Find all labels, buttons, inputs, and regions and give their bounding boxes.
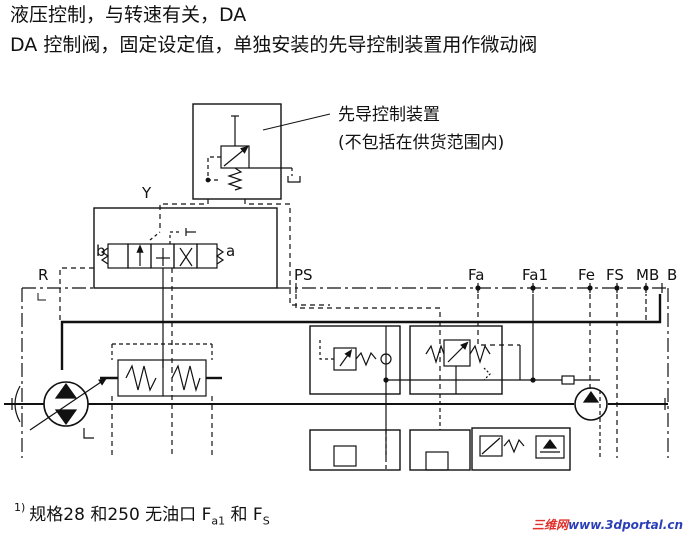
pilot-line-y <box>159 199 209 230</box>
boost-pump <box>574 387 608 421</box>
callout-line-2: (不包括在供货范围内) <box>338 133 504 153</box>
valve-box-1 <box>309 325 401 395</box>
solenoid-label-b: b <box>96 242 106 260</box>
footnote-sub-1: a1 <box>211 514 226 528</box>
inching-valve-housing <box>93 207 278 289</box>
port-markers <box>37 283 663 301</box>
pilot-control-device <box>192 103 331 200</box>
main-pump <box>4 377 107 439</box>
main-line-high <box>60 294 662 370</box>
port-label-ps: PS <box>294 266 313 284</box>
footnote-text-1: 规格28 和250 无油口 F <box>29 505 212 525</box>
port-label-b: B <box>667 266 677 284</box>
control-cylinder <box>100 343 222 397</box>
port-label-y: Y <box>141 184 152 202</box>
solenoid-label-a: a <box>226 242 235 260</box>
footnote-sub-2: S <box>262 514 270 528</box>
port-label-r: R <box>38 266 48 284</box>
footnote-text-2: 和 F <box>225 505 263 525</box>
port-label-fe: Fe <box>578 266 595 284</box>
watermark-cn: 三维网 <box>532 518 569 532</box>
watermark: 三维网www.3dportal.cn <box>532 516 683 533</box>
port-label-fa1: Fa1 <box>522 266 548 284</box>
footnote: 1)规格28 和250 无油口 Fa1 和 FS <box>14 500 270 527</box>
footnote-mark: 1) <box>14 501 26 515</box>
header-line-2: DA 控制阀，固定设定值，单独安装的先导控制装置用作微动阀 <box>10 34 538 56</box>
header-line-1: 液压控制，与转速有关，DA <box>10 4 247 26</box>
watermark-url: www.3dportal.cn <box>568 518 683 532</box>
callout-line-1: 先导控制装置 <box>338 105 440 125</box>
port-label-mb: MB <box>636 266 659 284</box>
port-label-fs: FS <box>606 266 624 284</box>
port-label-fa: Fa <box>468 266 484 284</box>
directional-valve <box>100 228 225 269</box>
